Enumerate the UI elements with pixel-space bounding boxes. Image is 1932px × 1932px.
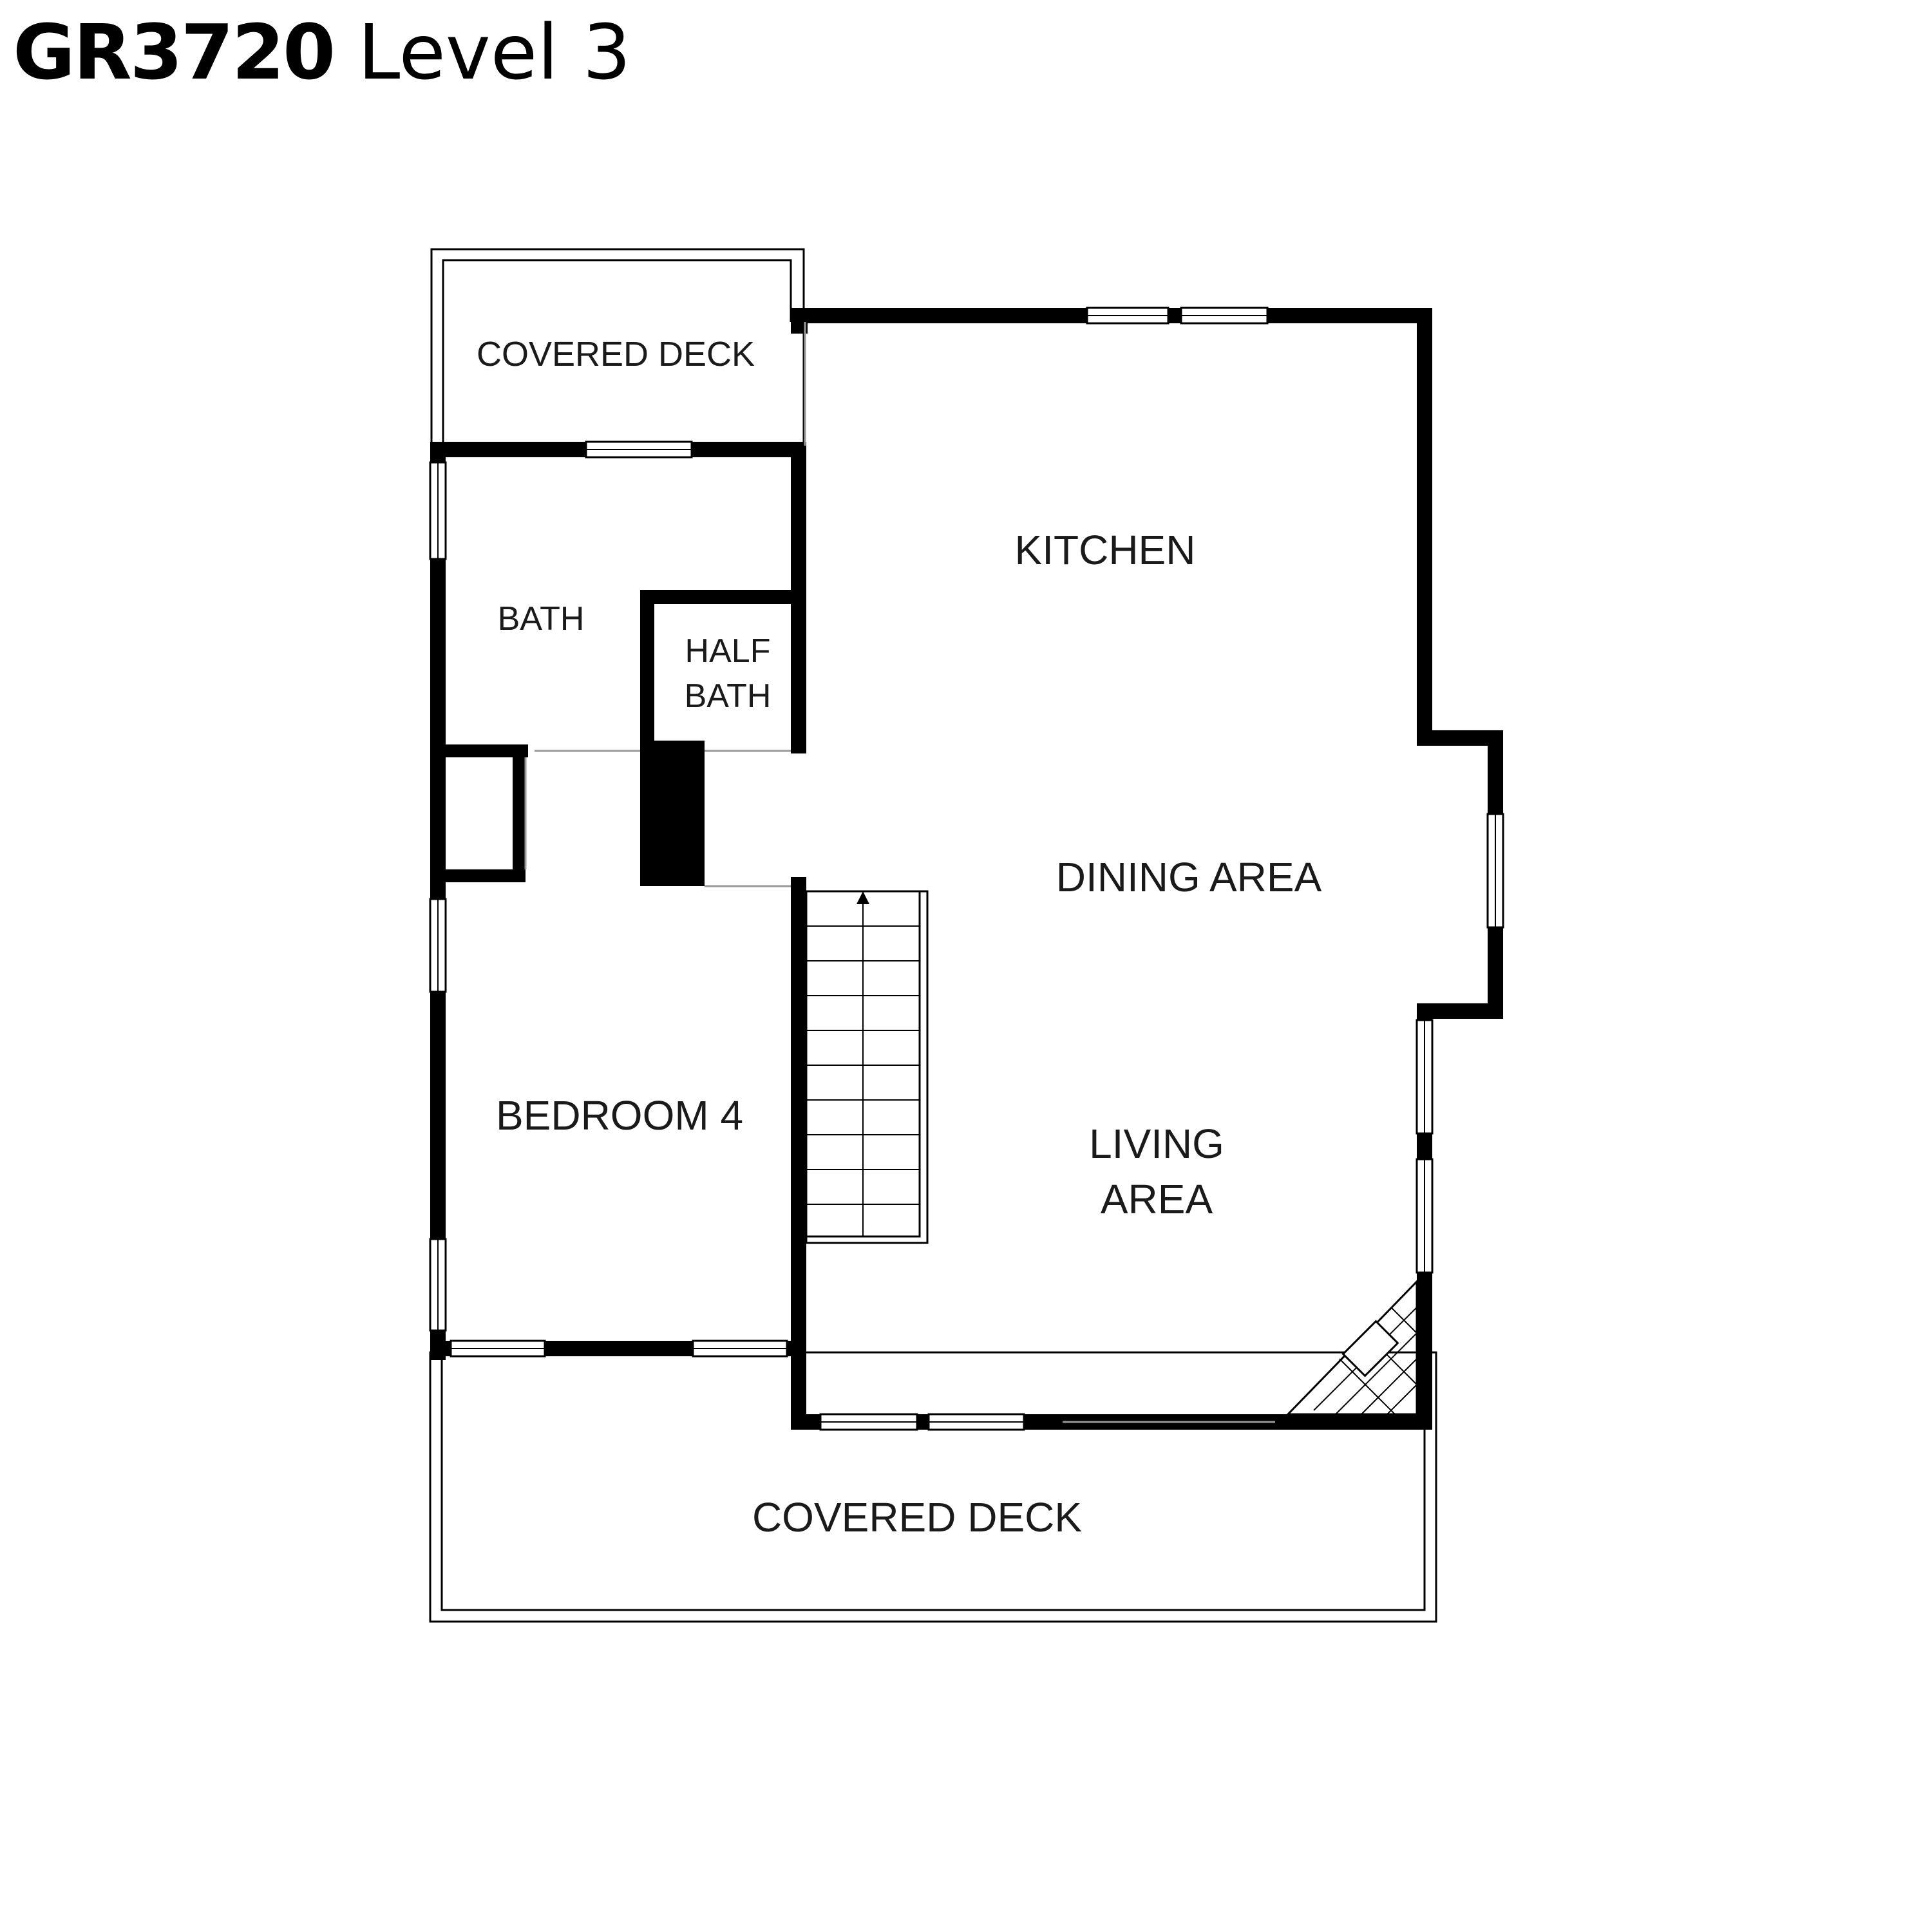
label-bath: BATH (498, 600, 585, 638)
label-half-bath-line2: BATH (685, 677, 772, 715)
window (429, 461, 447, 560)
window (429, 1238, 447, 1332)
covered-deck-bottom-outline (429, 1351, 1437, 1623)
window (450, 1340, 546, 1358)
page-title: GR3720 Level 3 (13, 14, 631, 90)
window (927, 1413, 1025, 1431)
label-covered-deck-top: COVERED DECK (477, 335, 755, 374)
window (692, 1340, 788, 1358)
door-openings (524, 322, 1275, 1423)
window (1086, 307, 1170, 325)
label-kitchen: KITCHEN (1015, 527, 1196, 573)
window (429, 898, 447, 993)
window (1180, 307, 1269, 325)
label-living-area-line1: LIVING (1089, 1121, 1224, 1167)
label-half-bath-line1: HALF (685, 632, 771, 670)
stair-arrow-icon (857, 891, 869, 904)
fireplace-icon (1285, 1279, 1418, 1416)
title-level: Level 3 (357, 8, 631, 97)
window (1416, 1019, 1434, 1135)
window (1486, 813, 1504, 929)
label-living-area-line2: AREA (1101, 1176, 1213, 1222)
window (585, 440, 693, 459)
exterior-walls (430, 308, 1503, 1430)
windows (429, 307, 1504, 1431)
window (819, 1413, 918, 1431)
title-code: GR3720 (13, 8, 336, 97)
window (1416, 1158, 1434, 1274)
staircase (805, 890, 929, 1244)
label-bedroom-4: BEDROOM 4 (496, 1092, 743, 1139)
label-covered-deck-bottom: COVERED DECK (752, 1494, 1082, 1540)
label-dining-area: DINING AREA (1056, 854, 1322, 900)
